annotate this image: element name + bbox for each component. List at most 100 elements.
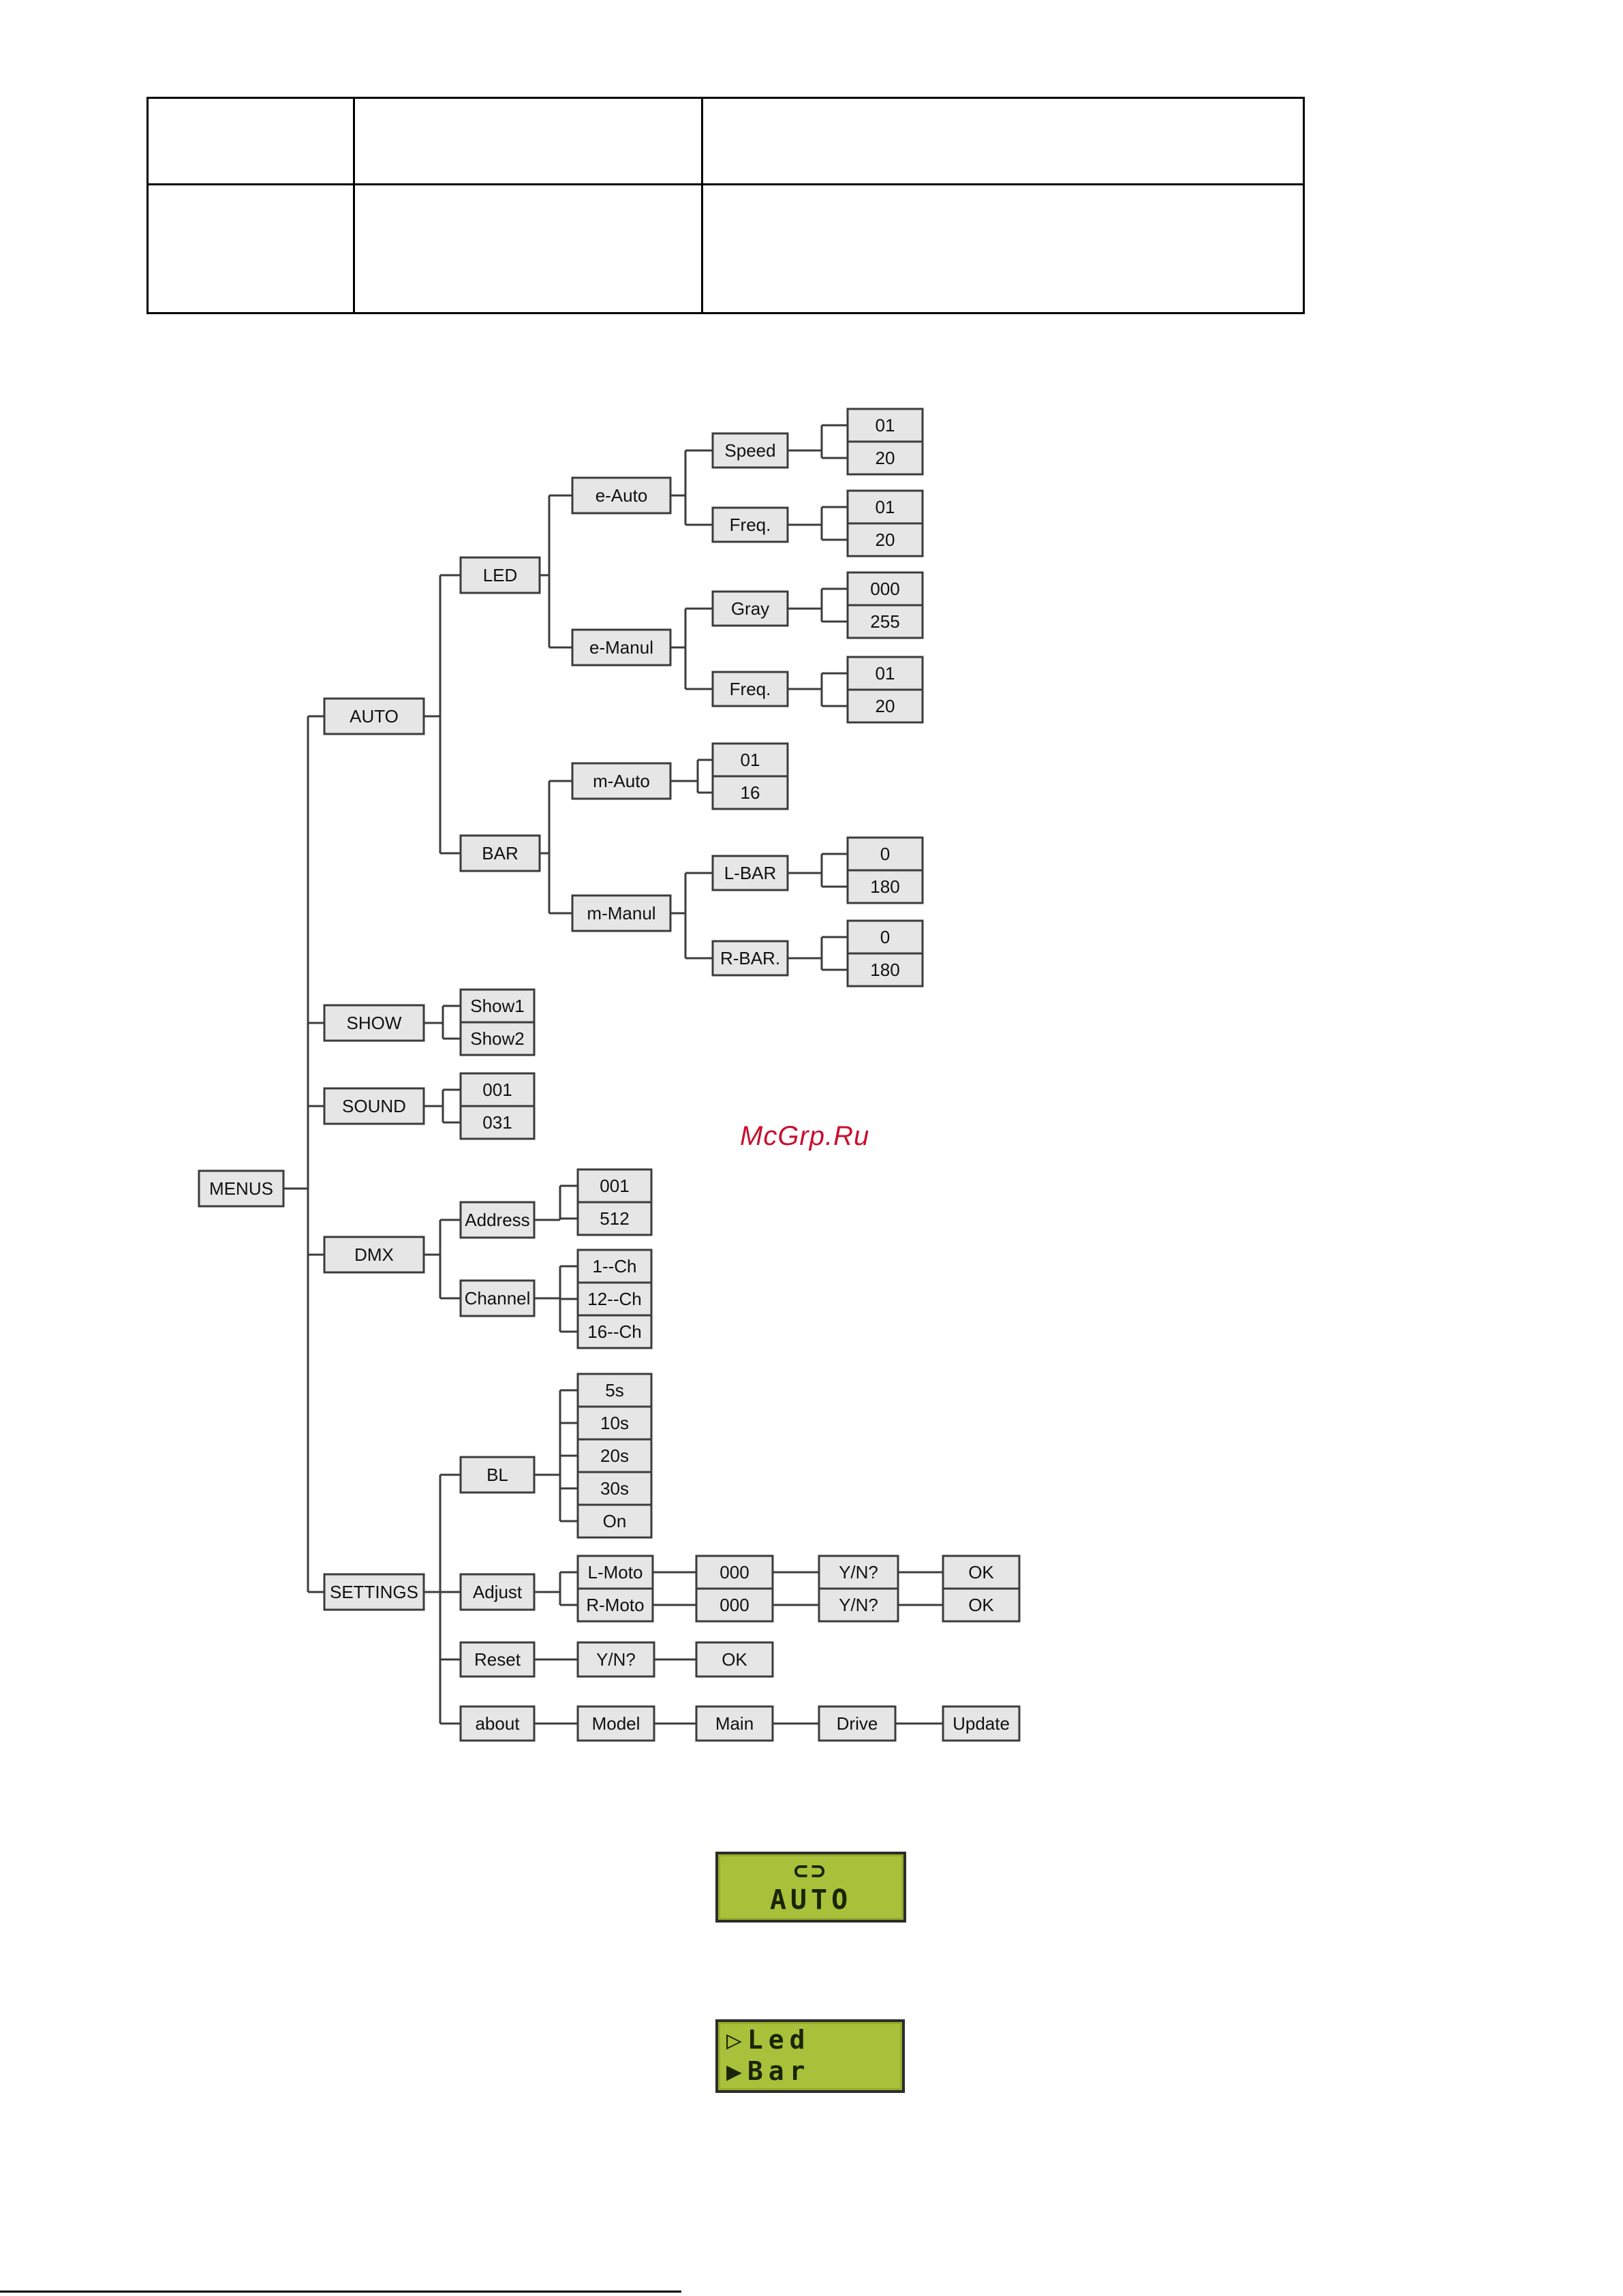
menu-node-label: e-Manul — [589, 637, 653, 658]
menu-node-auto: AUTO — [323, 697, 425, 735]
menu-node-box — [576, 1405, 653, 1441]
menu-node-label: MENUS — [209, 1178, 273, 1199]
menu-node-m-auto: m-Auto — [571, 762, 672, 800]
menu-node-about: about — [459, 1705, 536, 1742]
menu-node-box — [846, 408, 924, 443]
menu-node-label: 01 — [876, 415, 895, 435]
menu-node-bl4: 30s — [576, 1471, 653, 1506]
menu-node-label: R-BAR. — [720, 948, 780, 968]
menu-node-box — [459, 1705, 536, 1742]
menu-node-sp2: 20 — [846, 440, 924, 476]
menu-node-label: 031 — [482, 1112, 512, 1133]
menu-node-menus: MENUS — [198, 1169, 285, 1208]
connector-line — [534, 1571, 578, 1606]
menu-node-box — [818, 1555, 899, 1590]
lcd-display-led-bar: ▷Led ▶Bar — [715, 2019, 905, 2093]
menu-node-box — [846, 836, 924, 872]
connector-line — [534, 1184, 578, 1221]
menu-node-bl: BL — [459, 1456, 536, 1494]
menu-node-rb1: 0 — [846, 919, 924, 955]
menu-node-address: Address — [459, 1201, 536, 1239]
menu-tree-diagram: MENUSAUTOSHOWSOUNDDMXSETTINGSLEDBARe-Aut… — [198, 408, 1021, 1742]
menu-node-label: Address — [465, 1210, 529, 1230]
menu-node-ma1: 01 — [711, 742, 789, 778]
menu-node-box — [576, 1201, 653, 1236]
menu-node-gr1: 000 — [846, 571, 924, 607]
menu-node-label: Show1 — [470, 996, 525, 1016]
menu-node-label: 001 — [482, 1080, 512, 1100]
connector-line — [534, 1389, 578, 1522]
menu-node-box — [571, 628, 672, 667]
menu-node-box — [576, 1641, 655, 1678]
connector-line — [670, 449, 713, 526]
menu-node-box — [846, 522, 924, 557]
menu-node-box — [711, 855, 789, 891]
menu-node-label: Reset — [474, 1649, 521, 1670]
menu-node-ch3: 16--Ch — [576, 1314, 653, 1349]
menu-node-label: 30s — [600, 1478, 629, 1499]
connector-line — [788, 506, 848, 541]
menu-node-box — [323, 697, 425, 735]
menu-node-box — [576, 1587, 654, 1623]
menu-node-label: 12--Ch — [587, 1289, 641, 1309]
menu-node-box — [576, 1168, 653, 1204]
watermark: McGrp.Ru — [740, 1121, 870, 1151]
menu-node-box — [942, 1587, 1021, 1623]
menu-node-label: 20 — [876, 696, 895, 716]
menu-node-lmv: 000 — [695, 1555, 774, 1590]
menu-node-box — [459, 1021, 536, 1056]
menu-node-lmc: Y/N? — [818, 1555, 899, 1590]
menu-node-channel: Channel — [459, 1279, 536, 1317]
menu-node-led: LED — [459, 556, 541, 594]
menu-node-fm1: 01 — [846, 656, 924, 691]
menu-node-box — [571, 476, 672, 515]
menu-node-gr2: 255 — [846, 604, 924, 639]
menu-node-box — [576, 1705, 655, 1742]
menu-node-label: On — [603, 1511, 627, 1531]
menu-node-label: m-Auto — [593, 771, 650, 791]
connector-line — [788, 424, 848, 459]
menu-node-freq-m: Freq. — [711, 671, 789, 707]
menu-node-box — [711, 590, 789, 627]
menu-node-box — [846, 952, 924, 988]
menu-node-rsok: OK — [695, 1641, 774, 1678]
lcd-line-1: ▷Led — [726, 2025, 811, 2055]
menu-node-label: SOUND — [342, 1096, 406, 1116]
menu-node-label: e-Auto — [596, 485, 648, 506]
menu-node-e-manul: e-Manul — [571, 628, 672, 667]
connector-line — [670, 759, 713, 794]
menu-node-settings: SETTINGS — [323, 1573, 425, 1611]
menu-node-label: 01 — [741, 750, 760, 770]
menu-node-box — [846, 489, 924, 525]
menu-node-lb2: 180 — [846, 869, 924, 904]
menu-node-sound: SOUND — [323, 1087, 425, 1125]
menu-node-label: Model — [592, 1713, 640, 1734]
lcd-line-1: ⊂⊃ — [793, 1857, 829, 1885]
menu-node-box — [198, 1169, 285, 1208]
menu-node-freq-a: Freq. — [711, 506, 789, 543]
menu-node-drive: Drive — [818, 1705, 897, 1742]
menu-node-label: 000 — [720, 1562, 749, 1582]
menu-node-box — [323, 1573, 425, 1611]
connector-line — [424, 1088, 461, 1124]
menu-node-label: OK — [722, 1649, 747, 1670]
page-footer-rule — [0, 2291, 681, 2293]
menu-node-reset: Reset — [459, 1641, 536, 1678]
menu-node-box — [695, 1555, 774, 1590]
menu-node-box — [942, 1705, 1021, 1742]
menu-node-box — [459, 1456, 536, 1494]
menu-node-box — [576, 1314, 653, 1349]
menu-node-m-manul: m-Manul — [571, 894, 672, 932]
menu-node-snd1: 001 — [459, 1072, 536, 1107]
menu-node-rmok: OK — [942, 1587, 1021, 1623]
menu-node-rmc: Y/N? — [818, 1587, 899, 1623]
menu-node-label: Freq. — [730, 679, 771, 699]
table-cell — [701, 183, 1305, 314]
menu-node-box — [459, 1279, 536, 1317]
connector-line — [540, 494, 572, 649]
menu-node-fa2: 20 — [846, 522, 924, 557]
menu-node-box — [711, 775, 789, 810]
menu-node-box — [571, 762, 672, 800]
menu-node-label: m-Manul — [587, 903, 655, 923]
connector-line — [534, 1265, 578, 1333]
